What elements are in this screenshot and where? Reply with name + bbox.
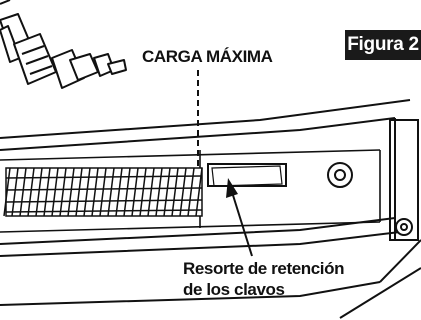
nail-strip-icon — [3, 167, 203, 217]
figure-badge: Figura 2 — [345, 30, 421, 60]
spring-label-line1: Resorte de retención — [183, 259, 345, 278]
magazine-body — [0, 99, 421, 319]
air-fitting-icon — [0, 0, 127, 89]
spring-label-line2: de los clavos — [183, 280, 285, 299]
spring-latch-icon — [207, 163, 287, 187]
spring-label: Resorte de retención de los clavos — [183, 258, 345, 300]
pivot-screw-icon — [327, 119, 419, 241]
max-load-label: CARGA MÁXIMA — [142, 47, 273, 66]
spring-pointer-arrow — [226, 178, 253, 257]
